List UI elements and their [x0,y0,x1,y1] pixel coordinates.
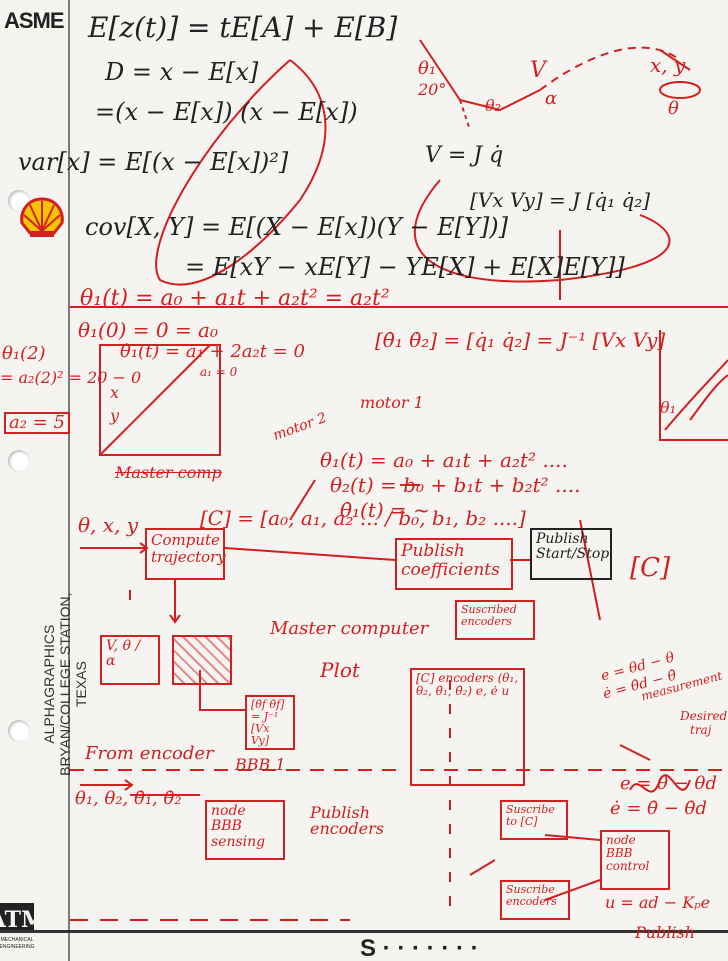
margin-line [68,0,70,961]
eq-theta-dot-1: θ̇₁(t) = ~ [340,498,430,522]
label-desired: Desired [680,709,728,723]
asme-logo: ASME [4,8,65,33]
label-master-computer: Master computer [270,618,429,639]
bottom-rule [0,930,728,933]
svg-text:ATM: ATM [0,907,36,933]
svg-text:ENGINEERING: ENGINEERING [0,944,35,950]
label-encoder-inputs: θ₁, θ₂, θ̇₁, θ̇₂ [75,788,182,809]
crossed-master-comp: Master comp [115,463,222,482]
eq-vxvy: [Vx Vy] = J [q̇₁ q̇₂] [470,188,651,212]
compute-trajectory-box: Compute trajectory [145,528,226,580]
eq-theta-trajectory: θ₁(t) = a₀ + a₁t + a₂t² = a₂t² [80,286,390,311]
eq-product: =(x − E[x]) (x − E[x]) [95,98,358,126]
label-bbb1: BBB 1 [235,755,286,774]
eq-motor2: θ₂(t) = b₀ + b₁t + b₂t² .... [330,473,581,497]
label-xy: x, y [650,53,686,77]
eq-e: e = θ − θd [620,773,717,794]
eq-theta-dot: θ̇₁(t) = a₁ + 2a₂t = 0 [120,341,305,362]
label-traj: traj [690,723,712,737]
tamu-logo-icon: ATM MECHANICAL ENGINEERING [0,903,36,950]
binder-hole [8,450,30,472]
publish-coefficients-box: Publish coefficients [395,538,513,590]
node-bbb-control-box: node BBB control [600,830,670,890]
label-from-encoder: From encoder [85,743,214,764]
label-theta-2: θ₁(2) [2,343,46,364]
label-plot: Plot [320,658,360,682]
eq-c-matrix: [C] = [a₀, a₁, a₂ ... / b₀, b₁, b₂ ....] [200,506,526,530]
shell-logo-icon [20,197,64,237]
hatched-box [172,635,232,685]
v-alpha-box: V, θ / α [100,635,160,685]
eq-covariance-expanded: = E[xY − xE[Y] − YE[X] + E[X]E[Y]] [185,253,625,281]
label-publish-bottom: Publish [635,923,696,942]
publish-start-stop-box: Publish Start/Stop [530,528,612,580]
label-theta1: θ₁ [418,58,437,79]
label-theta: θ [668,98,679,119]
label-theta2: θ₂ [485,96,502,115]
eq-covariance: cov[X, Y] = E[(X − E[x])(Y − E[Y])] [85,213,508,241]
eq-velocity: V = J q̇ [425,143,504,168]
eq-inverse-jacobian: [θ̇₁ θ̇₂] = [q̇₁ q̇₂] = J⁻¹ [Vx Vy] [375,328,666,352]
subscribe-c-box: Suscribe to [C] [500,800,568,840]
label-x: x [110,383,120,402]
eq-deviation: D = x − E[x] [105,58,259,86]
eq-theta-zero: θ₁(0) = 0 = a₀ [78,318,218,342]
theta-f-box: [θ̇f θ̇f] = J⁻¹ [Vx Vy] [245,695,295,750]
label-angle-20: 20° [418,80,447,99]
eq-theta-2: = a₂(2)² = 20 − 0 [0,368,142,387]
label-alpha: α [545,88,558,109]
subscribe-encoders-box: Suscribe encoders [500,880,570,920]
label-inputs: θ, x, y [78,513,139,537]
eq-expectation: E[z(t)] = tE[A] + E[B] [88,11,398,44]
eq-motor1: θ₁(t) = a₀ + a₁t + a₂t² .... [320,448,568,472]
label-y: y [110,406,120,425]
eq-e-dot: ė = θ̇ − θ̇d [610,798,707,819]
eq-control-law: u = ad − Kₚe [605,893,711,912]
subscribed-encoders-box: Suscribed encoders [455,600,535,640]
result-a2: a₂ = 5 [4,412,70,434]
eq-a1-zero: a₁ = 0 [200,365,238,379]
plot-box: [C] encoders (θ₁, θ₂, θ̇₁, θ̇₂) e, ė u [410,668,525,786]
label-c-top: [C] [630,553,671,583]
label-motor-1: motor 1 [360,393,424,412]
eq-variance: var[x] = E[(x − E[x])²] [18,148,289,176]
binder-hole [8,720,30,742]
svg-text:MECHANICAL: MECHANICAL [1,937,34,943]
label-publish-encoders: Publish encoders [310,803,384,838]
bottom-printed-text: S · · · · · · · [360,935,479,961]
label-theta1-graph: θ₁ [660,398,677,417]
node-bbb-sensing-box: node BBB sensing [205,800,285,860]
label-v: V [530,58,546,83]
